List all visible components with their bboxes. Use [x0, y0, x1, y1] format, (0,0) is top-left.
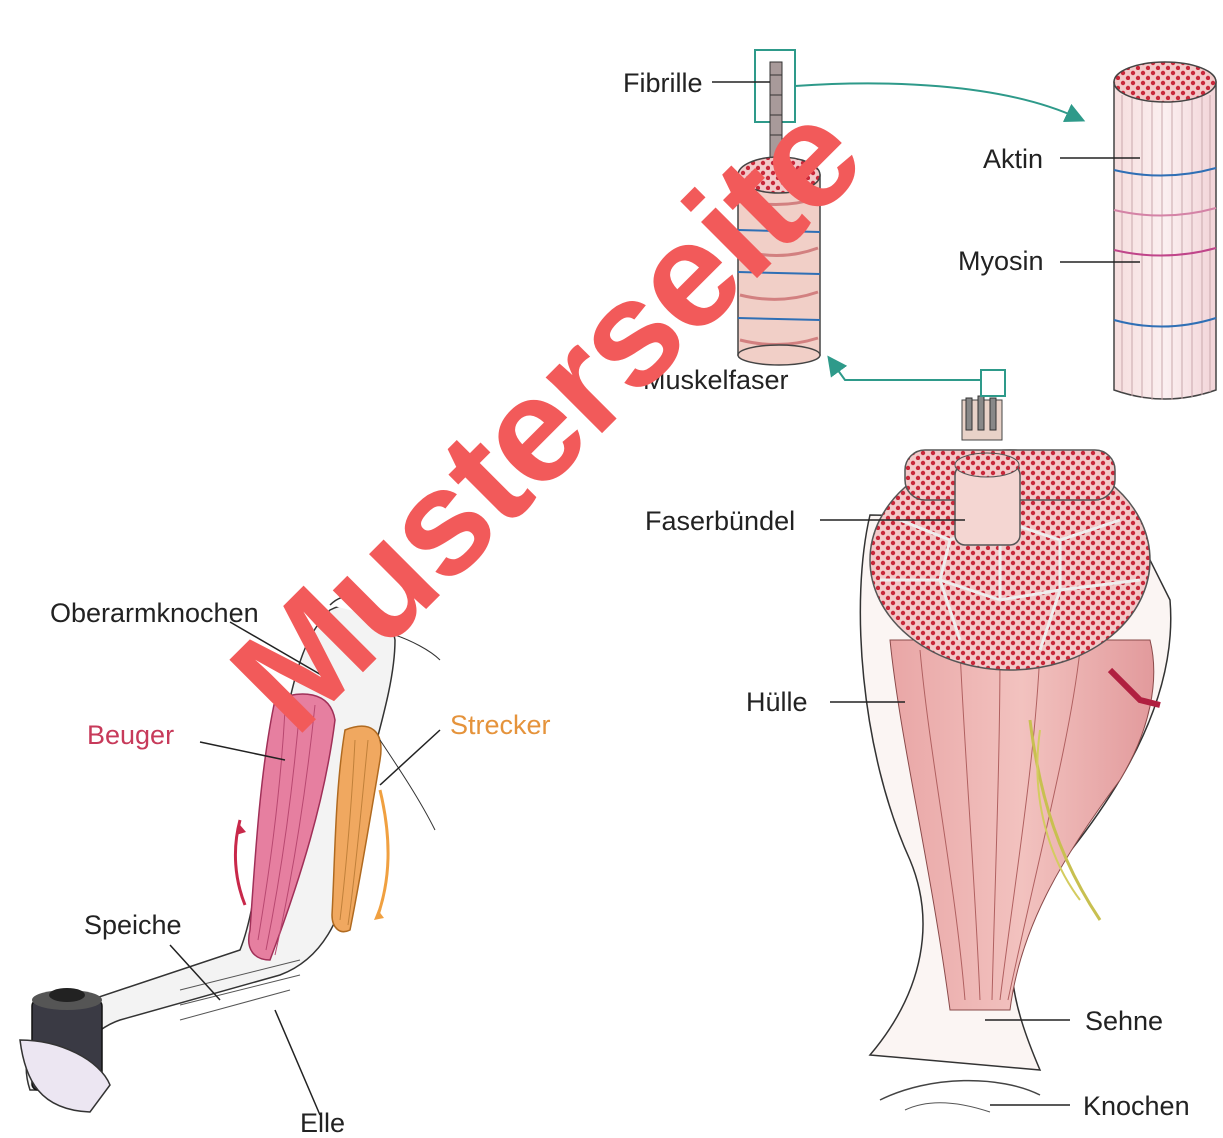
muskel-illustration — [860, 370, 1170, 1112]
label-huelle: Hülle — [746, 689, 808, 716]
label-beuger: Beuger — [87, 722, 174, 749]
muskelfaser-illustration — [738, 157, 820, 365]
label-knochen: Knochen — [1083, 1093, 1190, 1120]
fibrille-illustration — [755, 50, 795, 172]
arm-illustration — [20, 596, 440, 1112]
label-oberarmknochen: Oberarmknochen — [50, 600, 259, 627]
zoom-arrows — [795, 83, 1078, 380]
label-strecker: Strecker — [450, 712, 551, 739]
fibrille-enlarged-illustration — [1114, 62, 1216, 400]
label-aktin: Aktin — [983, 146, 1043, 173]
label-speiche: Speiche — [84, 912, 182, 939]
label-sehne: Sehne — [1085, 1008, 1163, 1035]
label-elle: Elle — [300, 1110, 345, 1137]
label-faserbuendel: Faserbündel — [645, 508, 795, 535]
label-muskelfaser: Muskelfaser — [643, 367, 789, 394]
label-fibrille: Fibrille — [623, 70, 703, 97]
label-myosin: Myosin — [958, 248, 1044, 275]
